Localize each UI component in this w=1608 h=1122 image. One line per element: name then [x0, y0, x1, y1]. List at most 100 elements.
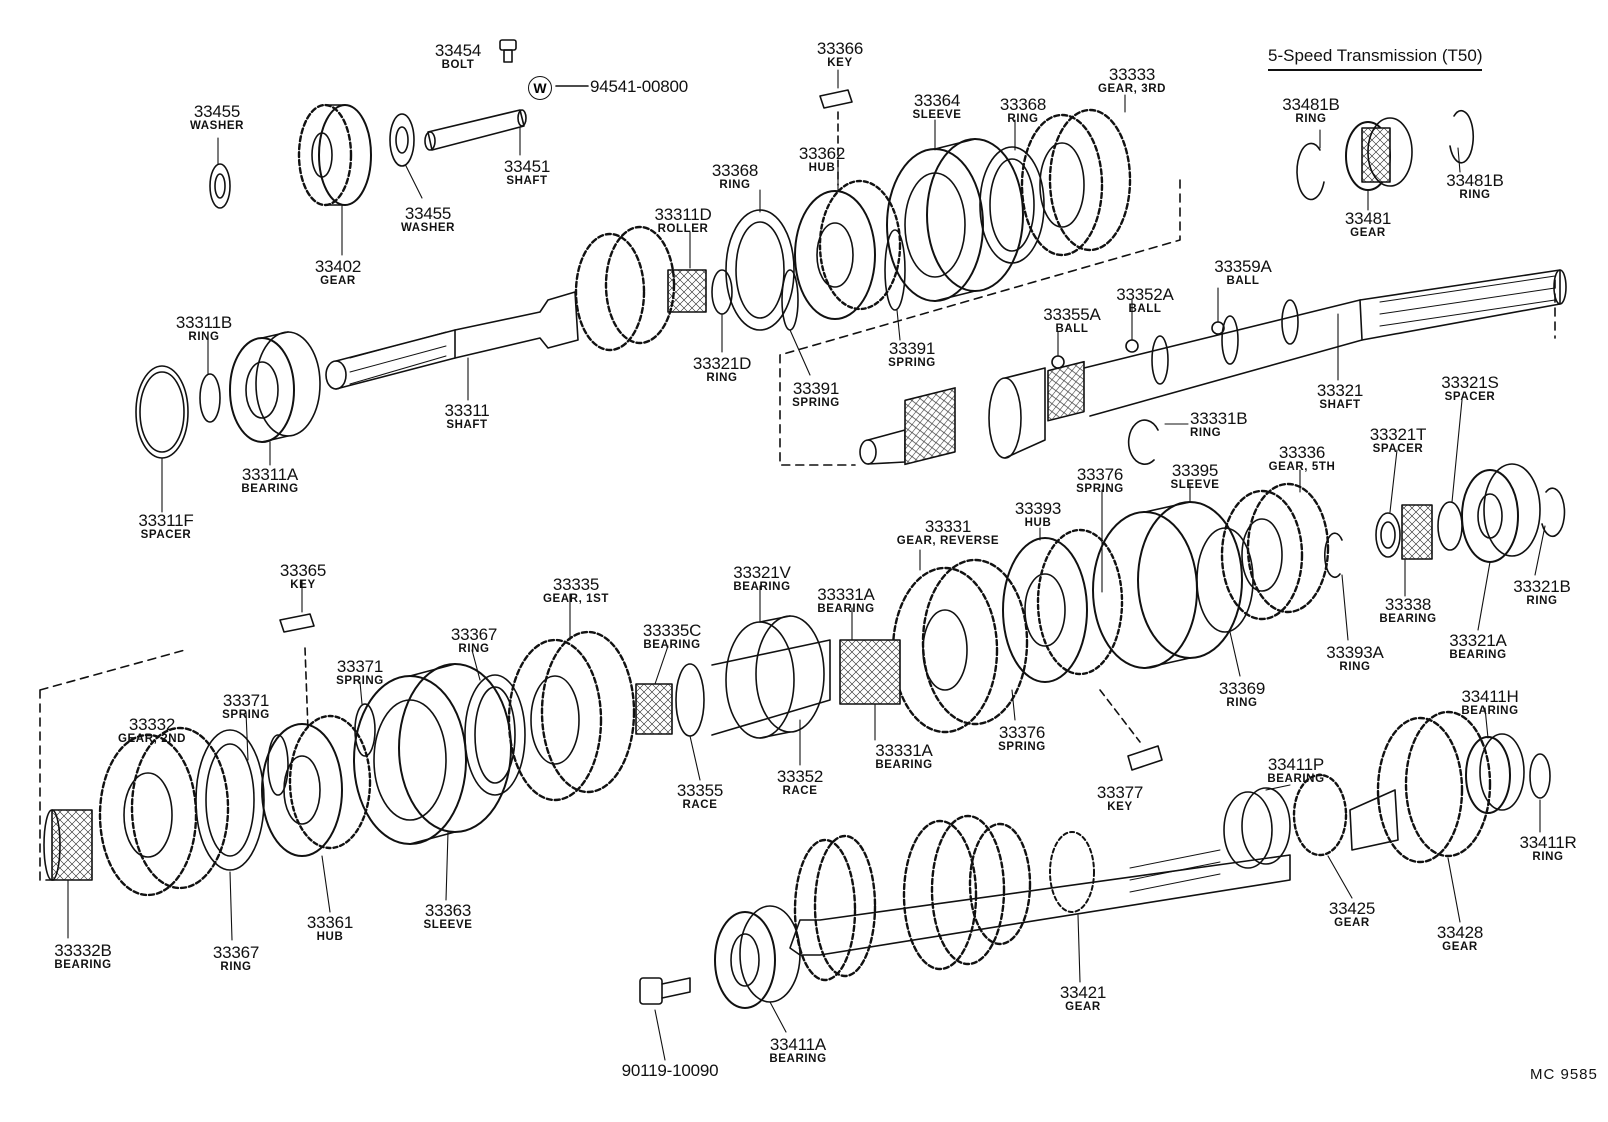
bearing-33411A-drawing: [714, 905, 801, 1009]
idler-shaft-33451-drawing: [424, 109, 527, 151]
bearing-33411H-drawing: [1465, 733, 1525, 814]
washer-33455-right-drawing: [389, 113, 415, 167]
part-label-94541-00800: 94541-00800: [590, 77, 689, 96]
key-33365-drawing: [279, 613, 315, 633]
gear-33425-drawing: [1292, 773, 1348, 857]
ring-33481B-left-drawing: [1296, 142, 1325, 201]
ring-33367-right-drawing: [464, 674, 526, 796]
washer-symbol-icon: W: [528, 76, 552, 100]
ring-33368-left-drawing: [725, 209, 795, 331]
hub-33393-drawing: [1002, 528, 1124, 683]
ring-33368-right-drawing: [979, 146, 1045, 264]
bolt-90119-drawing: [639, 977, 691, 1005]
ring-33367-left-drawing: [195, 729, 265, 871]
diagram-code: MC 9585: [1530, 1066, 1598, 1083]
ring-33411R-drawing: [1529, 753, 1551, 799]
spacer-33311F-drawing: [135, 365, 189, 459]
gear-33336-fifth-drawing: [1220, 482, 1330, 621]
spacer-33321S-drawing: [1437, 501, 1463, 551]
alignment-line: [304, 647, 309, 731]
leader-lines: [67, 69, 1546, 1061]
gear-33333-third-drawing: [1020, 108, 1132, 257]
countershaft-gear-33421-drawing: [789, 814, 1291, 982]
race-33355-drawing: [675, 663, 705, 737]
spacer-33321T-drawing: [1375, 512, 1401, 558]
spring-33391-drawing: [781, 229, 906, 331]
output-shaft-33321-drawing: [859, 269, 1567, 466]
ring-33393A-drawing: [1323, 532, 1343, 579]
bearing-33411P-drawing: [1223, 787, 1291, 869]
race-33352-drawing: [711, 639, 831, 736]
bearing-33335C-drawing: [635, 683, 673, 735]
ring-33331B-drawing: [1127, 419, 1159, 465]
key-33377-drawing: [1127, 745, 1163, 771]
diagram-title: 5-Speed Transmission (T50): [1268, 46, 1483, 71]
ring-33311B-drawing: [199, 373, 221, 423]
gear-33332-second-drawing: [98, 726, 230, 897]
gear-33428-drawing: [1349, 710, 1492, 864]
bearing-33331A-drawing: [839, 639, 901, 705]
gear-33331-reverse-drawing: [891, 558, 1029, 734]
spring-33371-drawing: [267, 703, 376, 796]
gear-33335-first-drawing: [507, 630, 636, 802]
bearing-33332B-drawing: [43, 809, 93, 881]
part-label-90119-10090: 90119-10090: [621, 1061, 719, 1080]
bearing-33338-drawing: [1401, 504, 1433, 560]
bolt-33454-drawing: [499, 39, 517, 63]
hub-33362-drawing: [794, 179, 902, 320]
washer-33455-left-drawing: [209, 163, 231, 209]
bearing-33321A-drawing: [1461, 463, 1541, 563]
bearing-33321V-drawing: [725, 615, 825, 739]
ring-33369-drawing: [1196, 527, 1254, 633]
